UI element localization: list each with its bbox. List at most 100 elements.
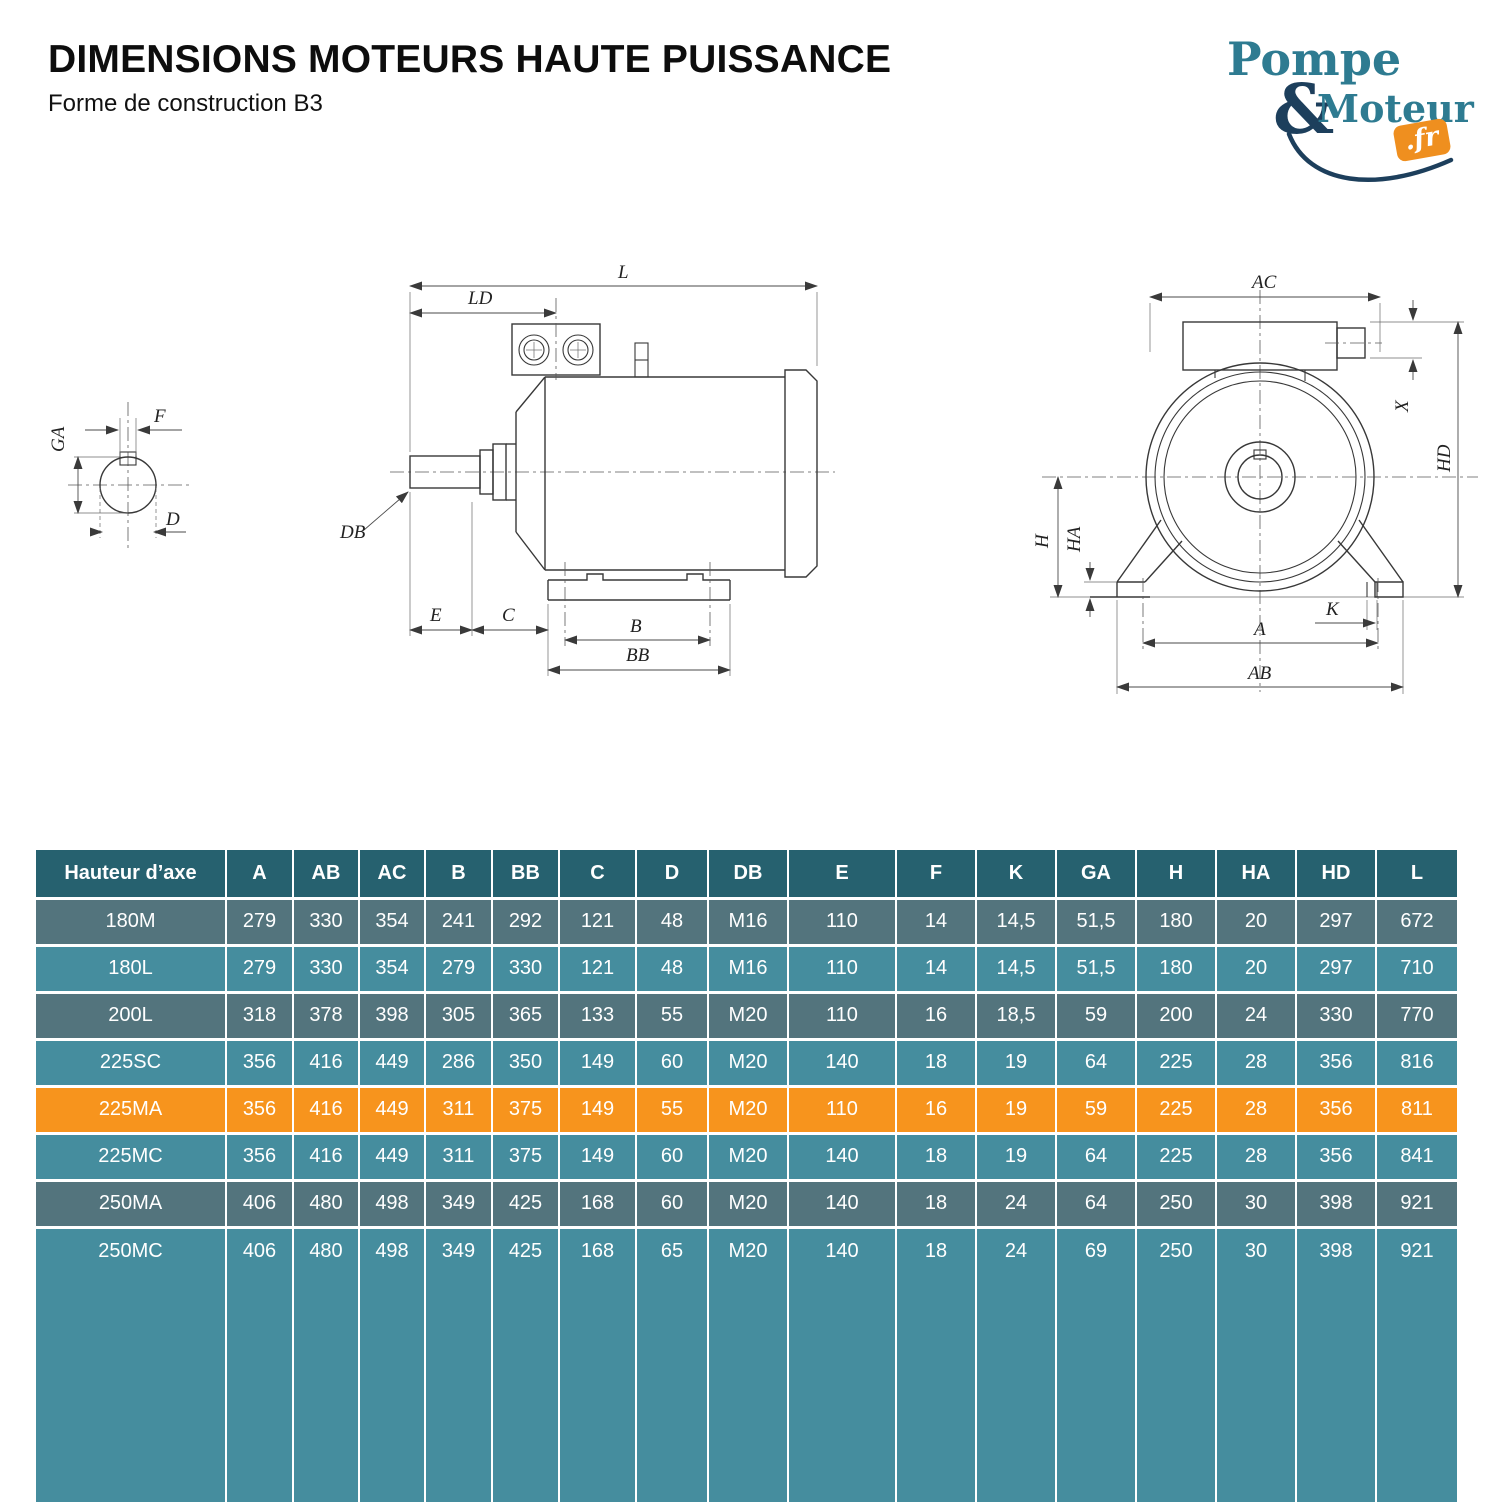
dim-label-a: A: [1252, 619, 1266, 640]
motor-end-view-drawing: AC X HD H HA K A AB: [1032, 272, 1478, 694]
column-header-ab: AB: [293, 850, 360, 898]
dim-label-hd: HD: [1434, 444, 1455, 473]
dim-label-ab: AB: [1246, 663, 1272, 684]
dim-label-ac: AC: [1250, 272, 1277, 293]
dim-label-c: C: [502, 605, 515, 626]
column-header-ha: HA: [1216, 850, 1297, 898]
table-cell: 356: [226, 1131, 294, 1180]
dim-label-ga: GA: [50, 426, 69, 452]
table-cell: 250: [1136, 1178, 1217, 1227]
table-cell: 498: [359, 1225, 426, 1274]
table-cell: M20: [708, 1178, 789, 1227]
dim-label-ld: LD: [467, 288, 493, 309]
table-cell: 48: [636, 896, 709, 945]
table-cell: 24: [976, 1225, 1057, 1274]
table-cell: 330: [1296, 990, 1377, 1039]
table-filler-row: [36, 1274, 1457, 1502]
column-header-c: C: [559, 850, 637, 898]
table-cell: 279: [226, 896, 294, 945]
table-cell: 354: [359, 896, 426, 945]
table-cell: 110: [788, 990, 897, 1039]
table-cell: 378: [293, 990, 360, 1039]
table-cell: 168: [559, 1178, 637, 1227]
table-cell: 64: [1056, 1037, 1137, 1086]
table-cell: 710: [1376, 943, 1457, 992]
dim-label-k: K: [1325, 599, 1340, 620]
table-cell: 19: [976, 1131, 1057, 1180]
table-cell: 19: [976, 1037, 1057, 1086]
table-cell: 140: [788, 1178, 897, 1227]
table-cell: 921: [1376, 1225, 1457, 1274]
table-cell: 349: [425, 1178, 493, 1227]
table-cell: 811: [1376, 1084, 1457, 1133]
table-cell: 356: [1296, 1037, 1377, 1086]
table-cell: 672: [1376, 896, 1457, 945]
column-header-bb: BB: [492, 850, 560, 898]
table-cell: 180: [1136, 896, 1217, 945]
table-cell: 330: [293, 943, 360, 992]
table-filler-cell: [708, 1274, 789, 1502]
page-subtitle: Forme de construction B3: [48, 90, 323, 117]
column-header-hd: HD: [1296, 850, 1377, 898]
table-cell: 14: [896, 943, 977, 992]
table-cell: 356: [1296, 1084, 1377, 1133]
table-cell: 350: [492, 1037, 560, 1086]
table-cell: 59: [1056, 990, 1137, 1039]
table-cell: 841: [1376, 1131, 1457, 1180]
column-header-h: H: [1136, 850, 1217, 898]
dim-label-x: X: [1392, 399, 1413, 413]
table-filler-cell: [896, 1274, 977, 1502]
row-label: 250MC: [36, 1225, 227, 1274]
table-cell: 18: [896, 1131, 977, 1180]
table-filler-cell: [226, 1274, 294, 1502]
table-cell: 425: [492, 1225, 560, 1274]
table-cell: 330: [492, 943, 560, 992]
column-header-axis-height: Hauteur d’axe: [36, 850, 227, 898]
table-cell: 406: [226, 1178, 294, 1227]
table-cell: M16: [708, 896, 789, 945]
table-cell: M20: [708, 1131, 789, 1180]
table-cell: M16: [708, 943, 789, 992]
table-cell: 311: [425, 1131, 493, 1180]
table-cell: 30: [1216, 1225, 1297, 1274]
table-cell: 297: [1296, 896, 1377, 945]
table-cell: 48: [636, 943, 709, 992]
table-cell: 286: [425, 1037, 493, 1086]
row-label: 200L: [36, 990, 227, 1039]
table-cell: 297: [1296, 943, 1377, 992]
table-cell: 140: [788, 1131, 897, 1180]
column-header-ga: GA: [1056, 850, 1137, 898]
table-cell: 110: [788, 943, 897, 992]
table-filler-cell: [1376, 1274, 1457, 1502]
table-cell: 28: [1216, 1084, 1297, 1133]
table-filler-cell: [359, 1274, 426, 1502]
table-cell: 64: [1056, 1131, 1137, 1180]
table-cell: 356: [1296, 1131, 1377, 1180]
column-header-db: DB: [708, 850, 789, 898]
column-header-l: L: [1376, 850, 1457, 898]
page-title: DIMENSIONS MOTEURS HAUTE PUISSANCE: [48, 38, 892, 81]
table-cell: 60: [636, 1131, 709, 1180]
logo-word-pompe: Pompe: [1227, 32, 1402, 86]
table-cell: 149: [559, 1131, 637, 1180]
table-cell: 354: [359, 943, 426, 992]
table-filler-cell: [36, 1274, 227, 1502]
table-filler-cell: [425, 1274, 493, 1502]
dim-label-ha: HA: [1064, 526, 1085, 553]
table-cell: 121: [559, 943, 637, 992]
table-cell: 140: [788, 1037, 897, 1086]
table-cell: M20: [708, 990, 789, 1039]
table-cell: 356: [226, 1084, 294, 1133]
table-cell: 24: [976, 1178, 1057, 1227]
table-cell: 28: [1216, 1131, 1297, 1180]
table-cell: 18: [896, 1225, 977, 1274]
